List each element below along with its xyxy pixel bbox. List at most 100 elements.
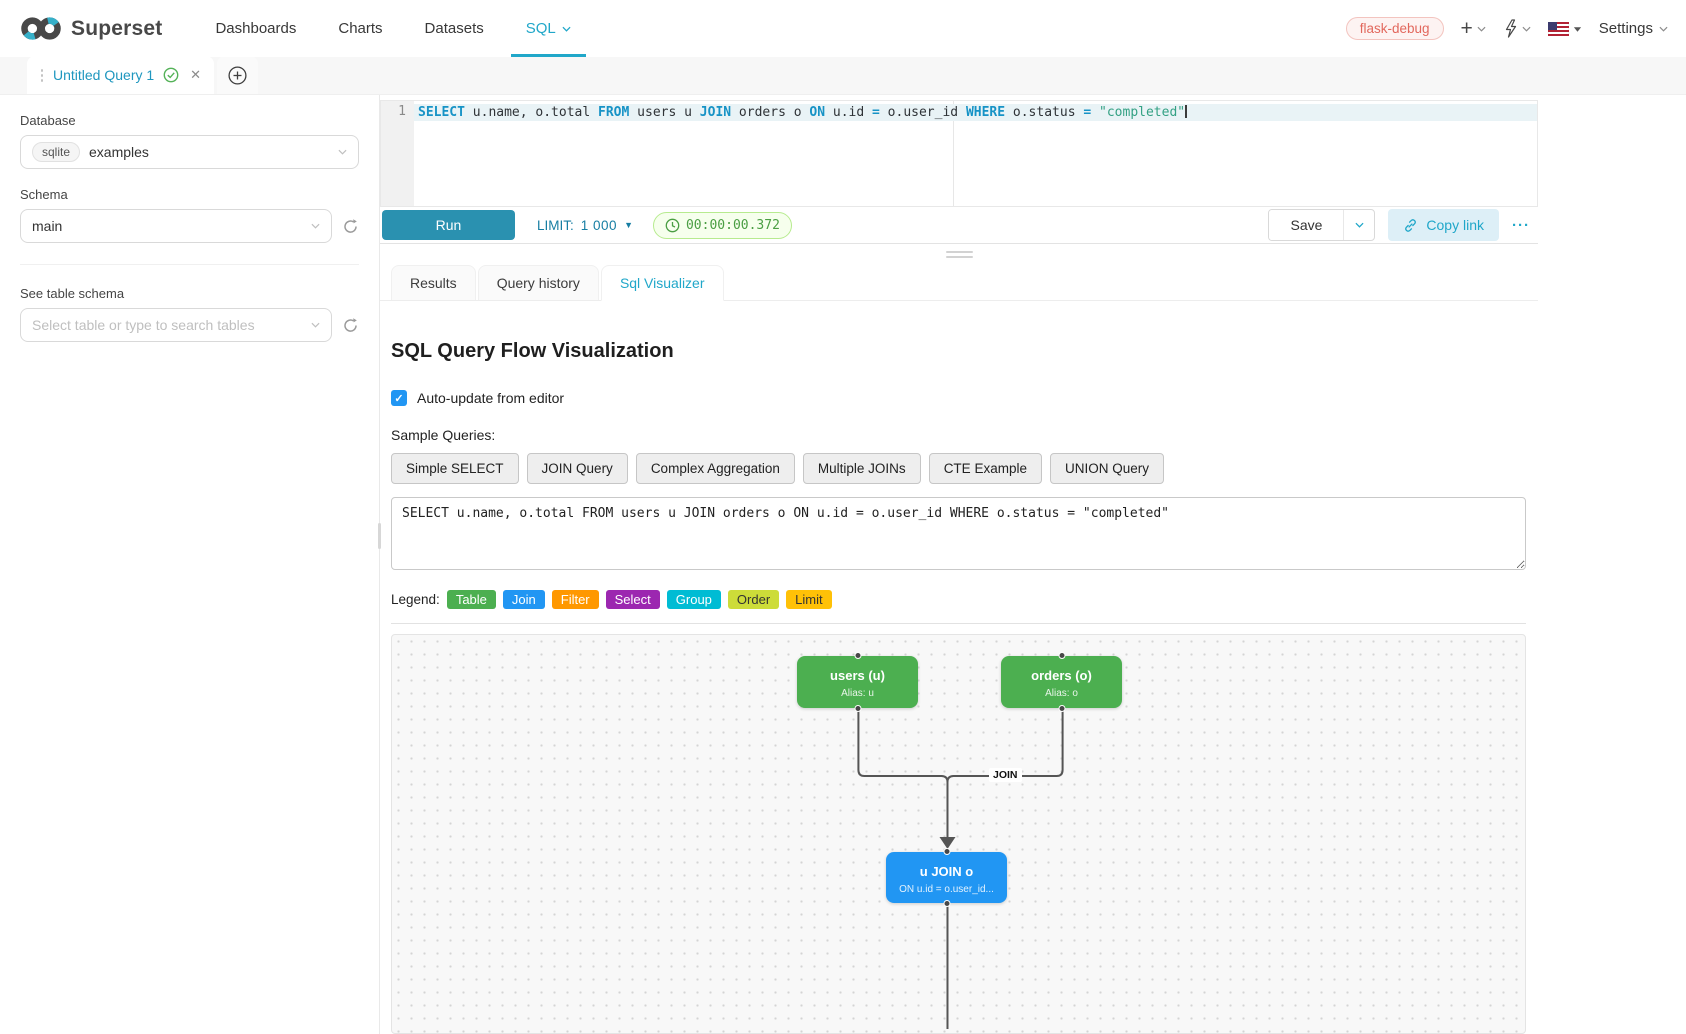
- us-flag-icon: [1547, 21, 1569, 36]
- sample-queries-label: Sample Queries:: [391, 427, 496, 443]
- tab-sql-visualizer[interactable]: Sql Visualizer: [600, 265, 724, 301]
- tab-results[interactable]: Results: [391, 265, 476, 300]
- caret-down-icon: [1573, 26, 1581, 32]
- drag-handle-icon[interactable]: [40, 67, 44, 83]
- top-navbar: Superset Dashboards Charts Datasets SQL …: [0, 0, 1686, 57]
- node-handle[interactable]: [1058, 705, 1065, 712]
- sample-query-buttons: Simple SELECT JOIN Query Complex Aggrega…: [391, 453, 1526, 484]
- superset-logo[interactable]: Superset: [18, 15, 162, 42]
- schema-select-value: main: [32, 218, 63, 234]
- editor-code-area[interactable]: SELECT u.name, o.total FROM users u JOIN…: [414, 101, 1537, 207]
- chevron-down-icon: [1355, 222, 1364, 228]
- superset-logo-icon: [21, 17, 61, 40]
- database-select[interactable]: sqlite examples: [20, 135, 359, 169]
- save-options-button[interactable]: [1343, 210, 1374, 241]
- lightning-bolt-icon: [1505, 19, 1516, 38]
- node-title: orders (o): [1031, 668, 1092, 683]
- query-flow-canvas[interactable]: users (u) Alias: u orders (o) Alias: o u…: [391, 634, 1526, 1034]
- new-item-button[interactable]: +: [1461, 18, 1486, 39]
- chevron-down-icon: [311, 223, 320, 229]
- chevron-down-icon: [1659, 26, 1668, 32]
- sample-simple-select-button[interactable]: Simple SELECT: [391, 453, 519, 484]
- chevron-down-icon: [1477, 26, 1486, 32]
- sample-join-query-button[interactable]: JOIN Query: [526, 453, 628, 484]
- save-split-button: Save: [1268, 209, 1376, 242]
- visualizer-sql-input[interactable]: SELECT u.name, o.total FROM users u JOIN…: [391, 497, 1526, 570]
- sql-editor-column: 1 SELECT u.name, o.total FROM users u JO…: [380, 95, 1538, 1034]
- add-tab-button[interactable]: [217, 56, 259, 94]
- node-handle[interactable]: [943, 900, 950, 907]
- nav-item-sql[interactable]: SQL: [505, 0, 592, 57]
- node-handle[interactable]: [1058, 652, 1065, 659]
- check-circle-icon: [163, 67, 179, 83]
- brand-name: Superset: [71, 16, 163, 40]
- nav-item-datasets[interactable]: Datasets: [424, 20, 484, 37]
- link-icon: [1405, 218, 1417, 232]
- plus-circle-icon: [228, 65, 247, 85]
- flow-node-join[interactable]: u JOIN o ON u.id = o.user_id...: [886, 848, 1007, 907]
- legend-badge-group: Group: [666, 590, 721, 609]
- language-picker[interactable]: [1547, 21, 1582, 36]
- text-cursor: [1185, 105, 1188, 118]
- query-tab-label: Untitled Query 1: [53, 67, 155, 83]
- legend-badge-order: Order: [727, 590, 780, 609]
- more-actions-button[interactable]: ···: [1512, 216, 1530, 234]
- copy-link-button[interactable]: Copy link: [1388, 209, 1499, 242]
- sql-code-editor[interactable]: 1 SELECT u.name, o.total FROM users u JO…: [380, 100, 1538, 208]
- nav-item-sql-label: SQL: [525, 20, 556, 37]
- schema-label: Schema: [20, 187, 68, 202]
- sample-cte-example-button[interactable]: CTE Example: [928, 453, 1042, 484]
- sql-code-line: SELECT u.name, o.total FROM users u JOIN…: [414, 104, 1537, 121]
- close-tab-icon[interactable]: ✕: [190, 67, 202, 82]
- table-select[interactable]: Select table or type to search tables: [20, 308, 332, 342]
- tab-query-history[interactable]: Query history: [477, 265, 599, 300]
- visualizer-title: SQL Query Flow Visualization: [391, 340, 674, 362]
- refresh-tables-icon[interactable]: [342, 317, 359, 334]
- timer-value: 00:00:00.372: [685, 217, 780, 233]
- settings-label: Settings: [1598, 20, 1653, 37]
- query-timer: 00:00:00.372: [652, 211, 792, 239]
- node-handle[interactable]: [854, 652, 861, 659]
- query-tab-active[interactable]: Untitled Query 1 ✕: [27, 56, 215, 94]
- settings-menu[interactable]: Settings: [1599, 20, 1668, 37]
- node-title: users (u): [830, 668, 885, 683]
- sample-union-query-button[interactable]: UNION Query: [1049, 453, 1164, 484]
- node-handle[interactable]: [943, 848, 950, 855]
- visualizer-divider: [391, 623, 1526, 624]
- nav-item-charts[interactable]: Charts: [338, 20, 383, 37]
- auto-update-checkbox-row[interactable]: ✓ Auto-update from editor: [391, 390, 1526, 406]
- flow-node-users-table[interactable]: users (u) Alias: u: [797, 652, 918, 712]
- save-button[interactable]: Save: [1269, 210, 1344, 241]
- sample-multiple-joins-button[interactable]: Multiple JOINs: [802, 453, 921, 484]
- node-subtitle: Alias: u: [841, 688, 874, 699]
- refresh-schemas-icon[interactable]: [342, 218, 359, 235]
- query-search-button[interactable]: [1503, 19, 1531, 38]
- pane-resize-handle[interactable]: [945, 251, 973, 261]
- legend-badge-join: Join: [502, 590, 545, 609]
- limit-dropdown[interactable]: LIMIT: 1 000 ▼: [537, 218, 633, 233]
- legend-row: Legend: Table Join Filter Select Group O…: [391, 590, 1526, 609]
- legend-badge-table: Table: [446, 590, 496, 609]
- run-query-button[interactable]: Run: [382, 210, 515, 241]
- environment-badge: flask-debug: [1345, 17, 1444, 40]
- legend-badge-filter: Filter: [551, 590, 599, 609]
- sql-visualizer-panel: SQL Query Flow Visualization ✓ Auto-upda…: [380, 301, 1538, 1034]
- edge-label-join: JOIN: [989, 768, 1022, 782]
- schema-select[interactable]: main: [20, 209, 332, 243]
- chevron-down-icon: [1522, 26, 1531, 32]
- plus-icon: +: [1460, 17, 1473, 40]
- sql-lab-left-panel: Database sqlite examples Schema main See…: [0, 95, 381, 1034]
- node-subtitle: Alias: o: [1045, 688, 1078, 699]
- node-handle[interactable]: [854, 705, 861, 712]
- chevron-down-icon: [338, 149, 347, 155]
- flow-node-orders-table[interactable]: orders (o) Alias: o: [1001, 652, 1122, 712]
- sample-complex-aggregation-button[interactable]: Complex Aggregation: [635, 453, 795, 484]
- panel-splitter-handle[interactable]: [378, 523, 381, 549]
- editor-toolbar: Run LIMIT: 1 000 ▼ 00:00:00.372 Save: [380, 207, 1538, 244]
- auto-update-label: Auto-update from editor: [417, 390, 565, 406]
- checkbox-checked-icon[interactable]: ✓: [391, 390, 407, 406]
- legend-badge-limit: Limit: [786, 590, 832, 609]
- node-title: u JOIN o: [919, 864, 974, 879]
- nav-item-dashboards[interactable]: Dashboards: [215, 20, 297, 37]
